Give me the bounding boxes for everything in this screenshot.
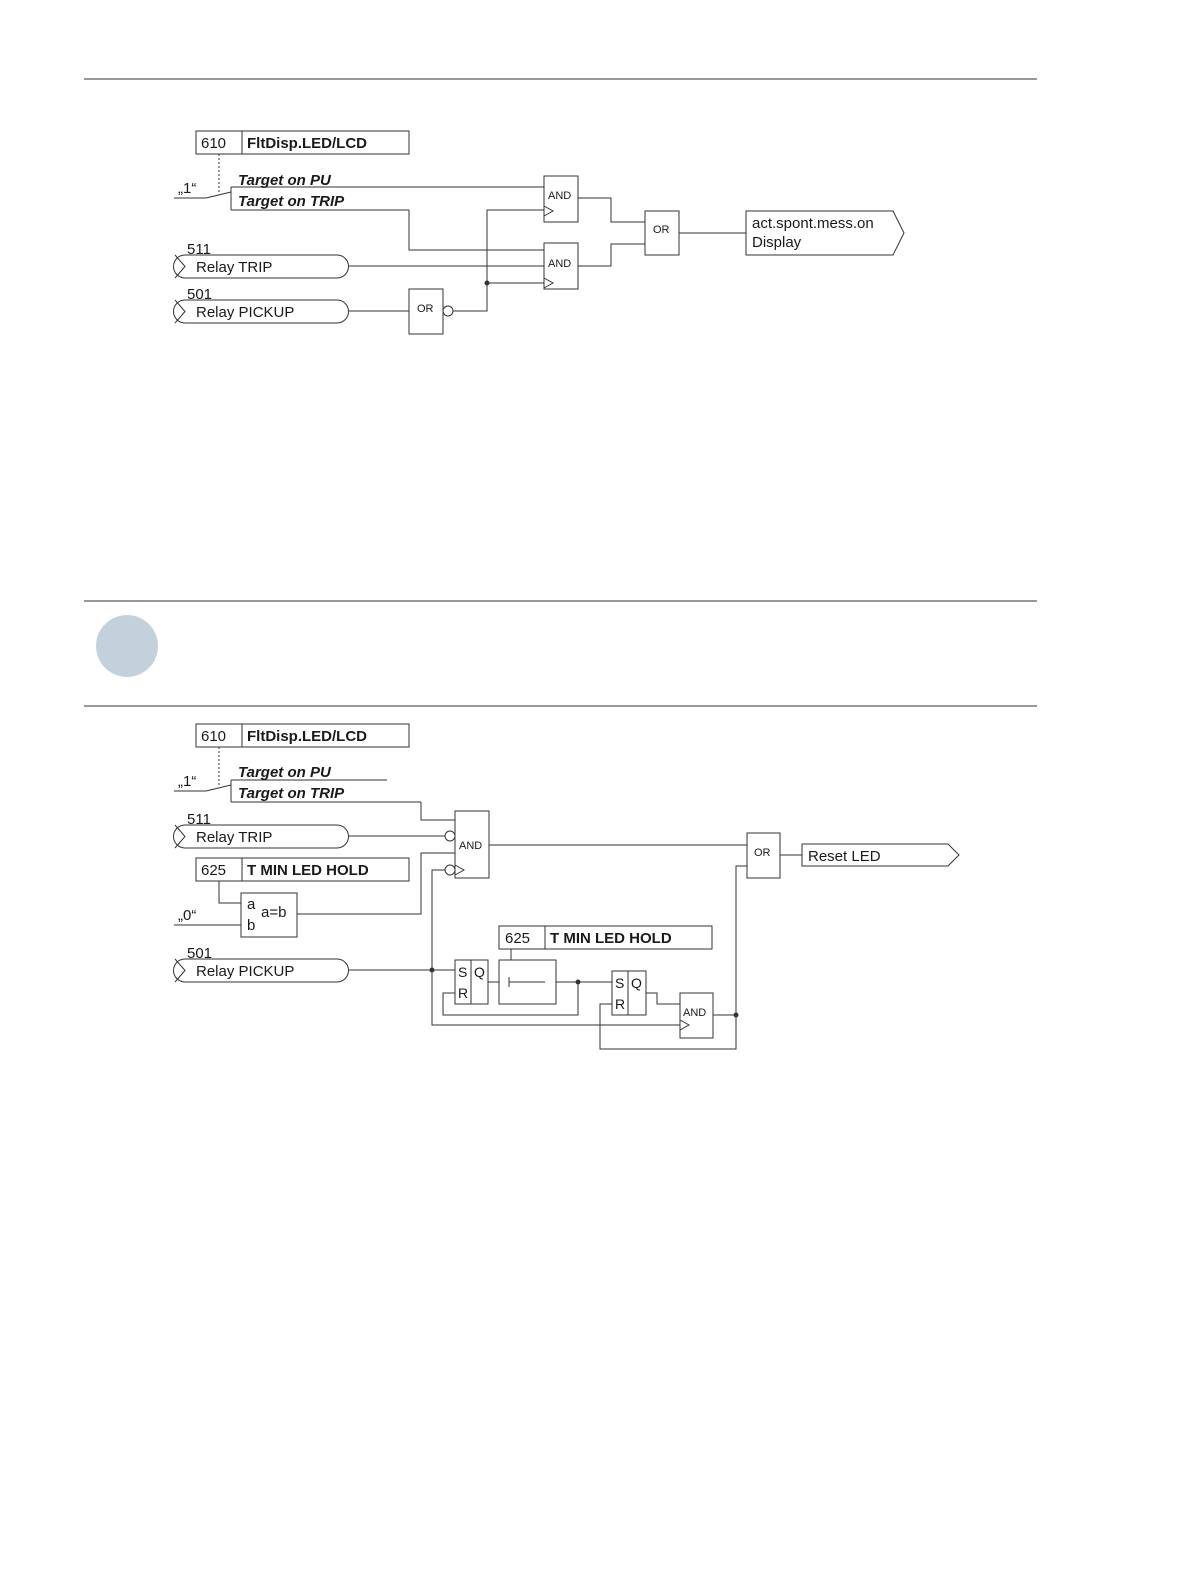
timer-number: 625 <box>505 930 530 947</box>
param-name: FltDisp.LED/LCD <box>247 728 367 745</box>
const-zero-label: „0“ <box>178 907 196 924</box>
trip-number: 511 <box>187 811 211 828</box>
svg-text:OR: OR <box>417 303 434 315</box>
note-circle-icon <box>96 615 158 677</box>
pickup-label: Relay PICKUP <box>196 304 294 321</box>
output-line-2: Display <box>752 234 802 251</box>
param-number: 610 <box>201 135 226 152</box>
svg-text:R: R <box>458 985 468 1001</box>
svg-text:AND: AND <box>459 840 482 852</box>
svg-text:a=b: a=b <box>261 904 286 921</box>
option-target-on-pu: Target on PU <box>238 172 332 189</box>
const-one-label: „1“ <box>178 180 196 197</box>
svg-text:S: S <box>615 975 624 991</box>
trip-number: 511 <box>187 241 211 258</box>
svg-text:OR: OR <box>653 224 670 236</box>
svg-text:Q: Q <box>631 975 642 991</box>
svg-text:a: a <box>247 896 256 913</box>
option-target-on-pu: Target on PU <box>238 764 332 781</box>
svg-text:AND: AND <box>683 1007 706 1019</box>
diagram-1: 610 FltDisp.LED/LCD „1“ Target on PU Tar… <box>174 131 905 334</box>
timer-name: T MIN LED HOLD <box>550 930 672 947</box>
hold-number: 625 <box>201 862 226 879</box>
svg-text:OR: OR <box>754 847 771 859</box>
svg-text:AND: AND <box>548 190 571 202</box>
output-label: Reset LED <box>808 848 881 865</box>
svg-text:S: S <box>458 964 467 980</box>
svg-text:b: b <box>247 917 255 934</box>
hold-name: T MIN LED HOLD <box>247 862 369 879</box>
svg-text:Q: Q <box>474 964 485 980</box>
svg-text:AND: AND <box>548 258 571 270</box>
pickup-number: 501 <box>187 945 212 962</box>
pickup-label: Relay PICKUP <box>196 963 294 980</box>
option-target-on-trip: Target on TRIP <box>238 193 345 210</box>
trip-label: Relay TRIP <box>196 259 272 276</box>
param-name: FltDisp.LED/LCD <box>247 135 367 152</box>
svg-text:R: R <box>615 996 625 1012</box>
output-line-1: act.spont.mess.on <box>752 215 874 232</box>
const-one-label: „1“ <box>178 773 196 790</box>
trip-label: Relay TRIP <box>196 829 272 846</box>
diagram-2: 610 FltDisp.LED/LCD „1“ Target on PU Tar… <box>174 724 960 1049</box>
pickup-number: 501 <box>187 286 212 303</box>
option-target-on-trip: Target on TRIP <box>238 785 345 802</box>
param-number: 610 <box>201 728 226 745</box>
